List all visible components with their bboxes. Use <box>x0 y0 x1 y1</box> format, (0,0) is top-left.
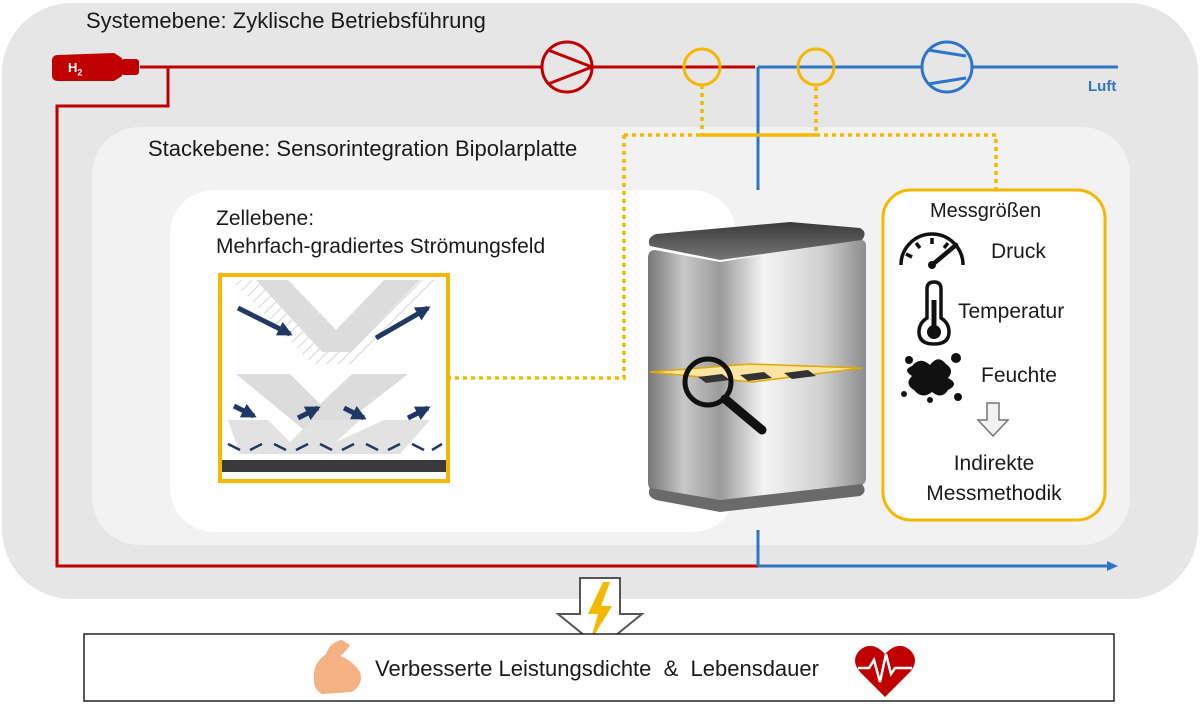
result-box <box>83 633 1115 702</box>
thermometer-icon <box>917 280 951 346</box>
splash-icon <box>901 353 962 403</box>
hydrogen-circuit <box>55 65 758 568</box>
cell-level-title: Zellebene: Mehrfach-gradiertes Strömungs… <box>216 205 545 261</box>
stack-level-title: Stackebene: Sensorintegration Bipolarpla… <box>148 136 578 161</box>
gauge-icon <box>899 232 965 268</box>
result-label: Verbesserte Leistungsdichte & Lebensdaue… <box>375 656 819 681</box>
measurand-pressure: Druck <box>991 240 1046 263</box>
method-line2: Messmethodik <box>926 482 1062 505</box>
air-outlet-arrowhead <box>1107 561 1118 571</box>
recirculation-pump-icon <box>540 40 594 94</box>
lightning-icon <box>588 582 612 642</box>
flow-field-illustration <box>218 273 450 483</box>
fuel-cell-stack <box>648 222 866 512</box>
measurand-humidity: Feuchte <box>981 364 1057 387</box>
system-level-title: Systemebene: Zyklische Betriebsführung <box>86 8 486 33</box>
magnifier-icon <box>682 356 767 435</box>
measurands-title: Messgrößen <box>930 200 1042 222</box>
measurand-temperature: Temperatur <box>958 300 1065 323</box>
flexed-arm-icon <box>313 640 361 694</box>
sensor-ring-air <box>796 47 836 87</box>
air-circuit <box>756 65 1118 568</box>
air-label: Luft <box>1088 78 1117 95</box>
cell-title-line2: Mehrfach-gradiertes Strömungsfeld <box>216 235 546 258</box>
heartbeat-icon <box>855 645 915 697</box>
derivation-arrow <box>976 402 1010 438</box>
cell-title-line1: Zellebene: <box>216 207 315 230</box>
hydrogen-bottle-icon <box>52 53 139 81</box>
method-line1: Indirekte <box>953 452 1035 475</box>
air-compressor-icon <box>920 40 974 94</box>
measurands-panel <box>881 188 1107 522</box>
signal-lines <box>448 85 998 380</box>
hydrogen-label: H2 <box>68 60 83 78</box>
